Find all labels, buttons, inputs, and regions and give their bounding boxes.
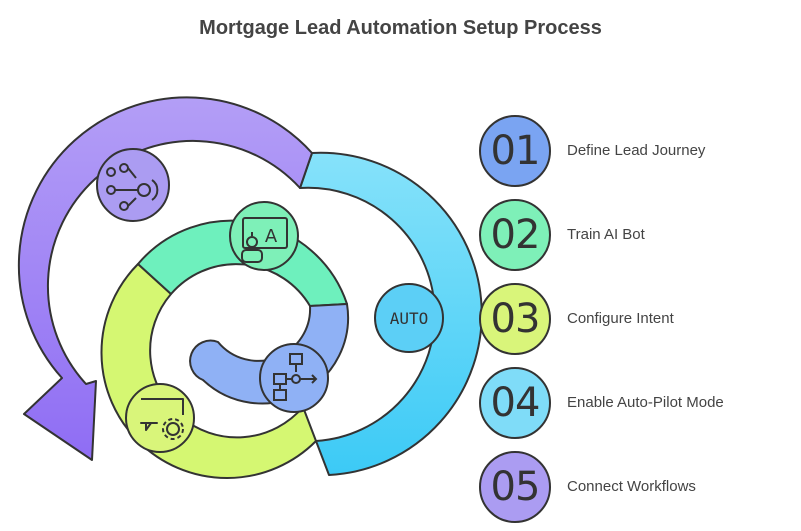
step-number-circle: 05 bbox=[479, 451, 551, 523]
step-label: Configure Intent bbox=[567, 310, 674, 327]
step-number-circle: 04 bbox=[479, 367, 551, 439]
step-number-circle: 02 bbox=[479, 199, 551, 271]
chat-gear-icon bbox=[125, 383, 195, 453]
outer-ring-purple bbox=[17, 96, 313, 461]
flowchart-icon bbox=[259, 343, 329, 413]
svg-text:A: A bbox=[265, 226, 278, 247]
step-04: 04 Enable Auto-Pilot Mode bbox=[479, 367, 799, 443]
outer-ring-blue bbox=[299, 151, 483, 476]
step-number-circle: 01 bbox=[479, 115, 551, 187]
step-number: 01 bbox=[490, 128, 541, 174]
step-number: 05 bbox=[490, 464, 541, 510]
step-number: 02 bbox=[490, 212, 541, 258]
step-number-circle: 03 bbox=[479, 283, 551, 355]
auto-badge: AUTO bbox=[374, 283, 444, 353]
step-label: Define Lead Journey bbox=[567, 142, 706, 159]
auto-badge-label: AUTO bbox=[390, 309, 429, 328]
step-number: 04 bbox=[490, 380, 541, 426]
network-icon bbox=[96, 148, 170, 222]
step-03: 03 Configure Intent bbox=[479, 283, 799, 359]
step-number: 03 bbox=[490, 296, 541, 342]
step-label: Train AI Bot bbox=[567, 226, 645, 243]
step-05: 05 Connect Workflows bbox=[479, 451, 799, 527]
robot-ai-icon: A bbox=[229, 201, 299, 271]
step-01: 01 Define Lead Journey bbox=[479, 115, 799, 191]
step-02: 02 Train AI Bot bbox=[479, 199, 799, 275]
diagram-title: Mortgage Lead Automation Setup Process bbox=[199, 17, 602, 39]
step-label: Connect Workflows bbox=[567, 478, 696, 495]
step-label: Enable Auto-Pilot Mode bbox=[567, 394, 724, 411]
